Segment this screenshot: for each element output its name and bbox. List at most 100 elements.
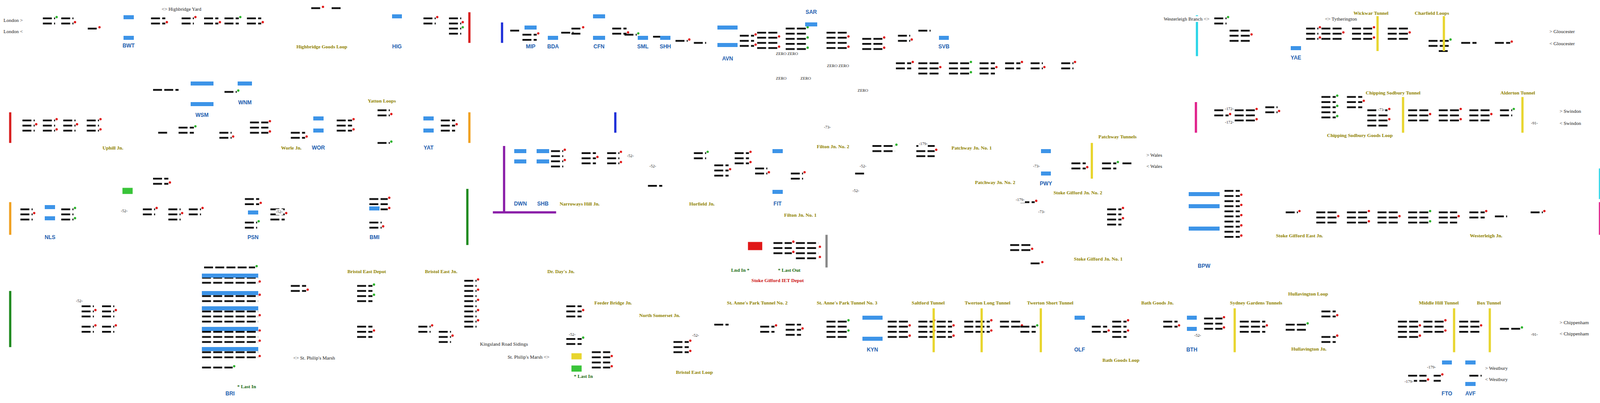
platform-node: DWN: [514, 149, 527, 208]
location-label: Uphill Jn.: [102, 145, 124, 151]
station-code: FTO: [1441, 390, 1453, 397]
boundary-bar: [1039, 308, 1042, 353]
track-line: [448, 27, 461, 30]
signal-dot: [581, 336, 585, 339]
track-line: [550, 160, 564, 163]
track-line: [1398, 320, 1419, 323]
signal-dot: [388, 196, 391, 199]
signal-dot: [818, 255, 821, 258]
track-line: [887, 325, 909, 328]
track-line: [1061, 62, 1074, 64]
track-line: [936, 330, 952, 333]
station-code: FIT: [772, 200, 782, 207]
track-line: [1214, 114, 1229, 117]
track-line: [201, 300, 258, 303]
track-line: [63, 124, 76, 127]
signal-dot: [610, 364, 613, 367]
platform-bar: [1186, 326, 1198, 331]
track-group: [20, 5, 1546, 381]
platform-bar: [392, 14, 403, 19]
signal-dot: [1480, 324, 1483, 327]
marker-block: [122, 187, 133, 195]
track-line: [181, 17, 194, 20]
signal-dot: [847, 35, 850, 38]
track-line: [795, 247, 819, 249]
track-line: [1030, 62, 1043, 64]
callout-number: -179-: [918, 140, 929, 147]
platform-bar: [536, 159, 549, 164]
boundary-bar: [8, 201, 12, 235]
signal-dot: [33, 211, 36, 214]
track-line: [918, 29, 931, 32]
track-line: [887, 335, 909, 338]
track-line: [142, 213, 155, 216]
track-line: [201, 320, 258, 323]
track-line: [1387, 27, 1409, 30]
track-line: [201, 335, 258, 338]
track-line: [522, 38, 537, 41]
track-line: [61, 213, 74, 216]
track-line: [1214, 17, 1227, 20]
track-line: [1438, 221, 1458, 224]
track-line: [1438, 216, 1458, 219]
track-line: [81, 310, 94, 312]
track-line: [918, 320, 933, 323]
track-line: [1469, 216, 1485, 219]
signal-dot: [55, 15, 58, 18]
callout-number: -52-: [691, 332, 700, 339]
track-line: [1112, 325, 1127, 328]
signal-dot: [1122, 217, 1125, 220]
platform-bar: [44, 204, 56, 210]
signal-dot: [194, 124, 197, 128]
track-line: [81, 325, 94, 328]
track-line: [566, 342, 582, 345]
location-label: Stoke Gifford Jn. No. 1: [1073, 256, 1124, 262]
station-code: YAE: [1290, 55, 1302, 61]
track-line: [1459, 320, 1480, 323]
track-line: [1071, 167, 1086, 170]
track-line: [673, 341, 689, 343]
track-line: [591, 356, 611, 359]
callout-number: ZERO: [857, 87, 869, 94]
track-line: [61, 17, 74, 20]
platform-bar: [1074, 315, 1085, 320]
track-line: [42, 119, 56, 122]
platform-bar: [369, 206, 380, 211]
station-code: AVN: [721, 55, 734, 62]
track-line: [918, 62, 939, 64]
track-line: [1020, 325, 1036, 328]
track-line: [714, 169, 729, 172]
track-line: [795, 251, 819, 254]
track-line: [1239, 325, 1266, 328]
location-label: Twerton Short Tunnel: [1026, 299, 1075, 306]
track-line: [290, 284, 307, 287]
track-line: [1224, 230, 1240, 233]
signal-dot: [989, 328, 993, 332]
track-line: [377, 141, 390, 144]
track-line: [440, 129, 456, 132]
signal-dot: [1426, 378, 1430, 381]
track-line: [785, 323, 802, 326]
callout-number: -73-: [1032, 163, 1041, 170]
callout-number: -52-: [75, 298, 84, 304]
signal-dot: [1441, 372, 1444, 376]
signal-dot: [1228, 112, 1232, 116]
track-line: [86, 119, 99, 122]
track-line: [1408, 119, 1429, 122]
location-label: Bath Goods Loop: [1101, 357, 1140, 363]
track-line: [1107, 223, 1122, 226]
track-line: [61, 208, 74, 210]
signal-dot: [55, 128, 58, 131]
track-line: [862, 38, 884, 40]
track-line: [102, 330, 115, 333]
track-line: [916, 155, 935, 158]
signal-dot: [1126, 319, 1130, 322]
direction-label: > Chippenham: [1559, 319, 1590, 326]
track-line: [219, 136, 232, 139]
platform-node: PSN: [247, 210, 259, 242]
direction-label: > Swindon: [1559, 108, 1582, 115]
track-line: [1321, 335, 1336, 338]
track-line: [714, 164, 729, 167]
platform-bar: [1041, 149, 1052, 154]
track-line: [377, 109, 390, 111]
